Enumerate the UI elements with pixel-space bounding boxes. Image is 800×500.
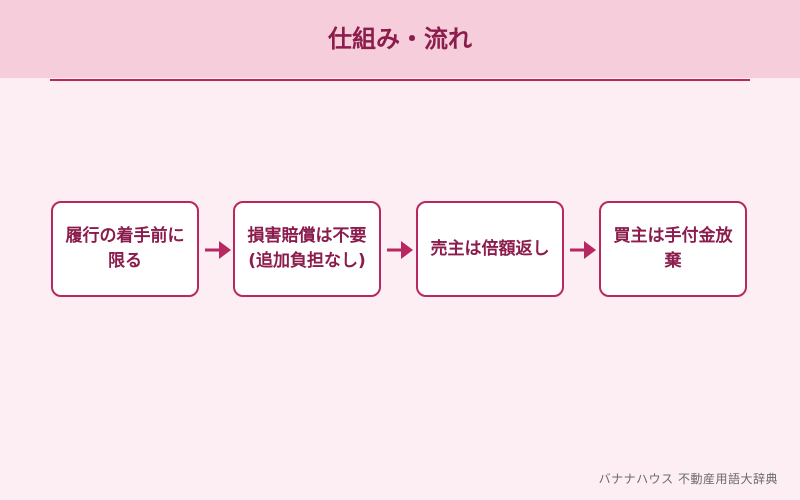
flow-step-2: 損害賠償は不要(追加負担なし)	[233, 201, 381, 297]
arrow-right-icon	[570, 241, 596, 259]
page-title: 仕組み・流れ	[328, 25, 472, 53]
footer-credit: バナナハウス 不動産用語大辞典	[598, 472, 778, 486]
flow-step-label: 売主は倍額返し	[430, 238, 550, 259]
flow-step-3: 売主は倍額返し	[416, 201, 564, 297]
flow-step-1: 履行の着手前に限る	[51, 201, 199, 297]
flow-step-label: 買主は手付金放棄	[613, 226, 733, 271]
flow-step-label: 履行の着手前に限る	[65, 226, 185, 271]
arrow-right-icon	[205, 241, 231, 259]
arrow-right-icon	[387, 241, 413, 259]
header-band	[0, 0, 800, 78]
header-divider	[50, 79, 750, 81]
flow-step-label: 損害賠償は不要(追加負担なし)	[247, 226, 367, 271]
flow-step-4: 買主は手付金放棄	[599, 201, 747, 297]
